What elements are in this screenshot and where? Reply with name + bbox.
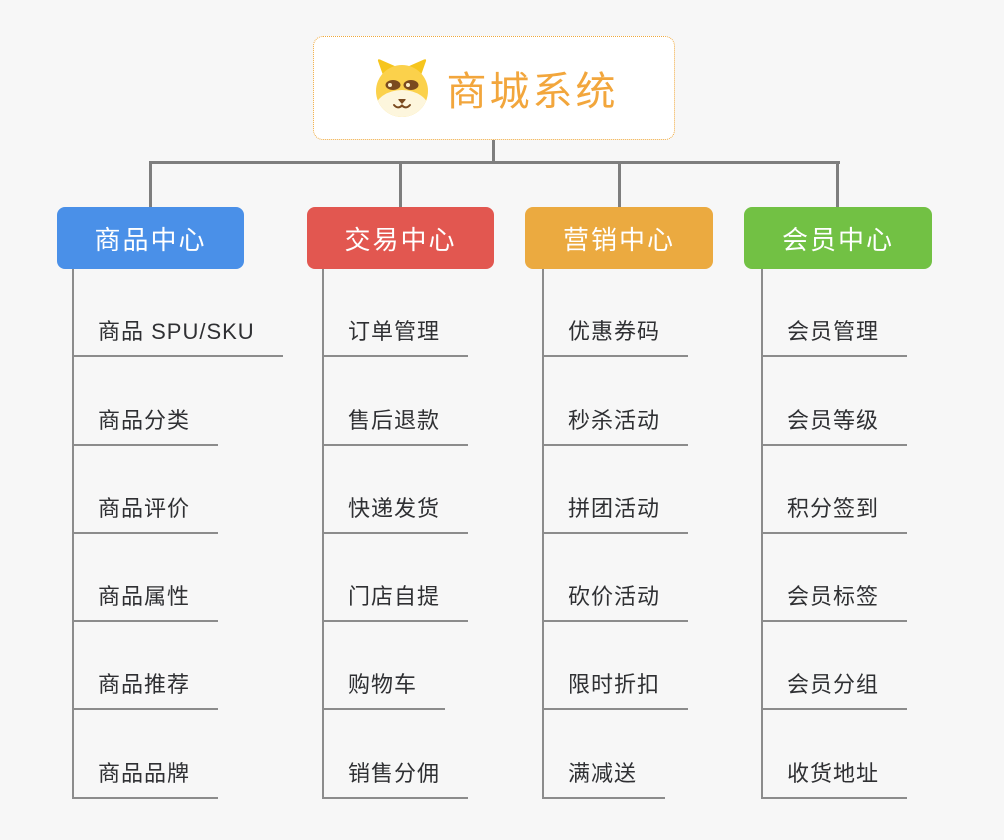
leaf-node[interactable]: 商品 SPU/SKU [72, 314, 283, 358]
leaf-node[interactable]: 满减送 [542, 756, 666, 799]
dog-face-icon [370, 56, 434, 120]
connector-bus [149, 161, 840, 164]
leaf-node[interactable]: 砍价活动 [542, 579, 689, 623]
leaf-node[interactable]: 拼团活动 [542, 491, 689, 534]
leaf-node[interactable]: 限时折扣 [542, 667, 689, 711]
leaf-node[interactable]: 门店自提 [322, 579, 469, 623]
leaf-node[interactable]: 购物车 [322, 667, 446, 711]
root-title: 商城系统 [446, 70, 619, 114]
leaf-node[interactable]: 会员标签 [761, 579, 908, 623]
leaf-node[interactable]: 商品品牌 [72, 756, 219, 799]
trade-children-column: 订单管理 售后退款 快递发货 门店自提 购物车 销售分佣 [322, 269, 469, 799]
leaf-node[interactable]: 快递发货 [322, 491, 469, 534]
leaf-node[interactable]: 售后退款 [322, 403, 469, 446]
leaf-node[interactable]: 会员管理 [761, 314, 908, 358]
leaf-node[interactable]: 订单管理 [322, 314, 469, 358]
branch-product-center[interactable]: 商品中心 [57, 207, 244, 269]
branch-marketing-center[interactable]: 营销中心 [525, 207, 713, 269]
leaf-node[interactable]: 积分签到 [761, 491, 908, 534]
member-children-column: 会员管理 会员等级 积分签到 会员标签 会员分组 收货地址 [761, 269, 908, 799]
connector-root-stem [492, 139, 495, 163]
leaf-node[interactable]: 秒杀活动 [542, 403, 689, 446]
leaf-node[interactable]: 会员分组 [761, 667, 908, 711]
leaf-node[interactable]: 商品推荐 [72, 667, 219, 711]
root-node[interactable]: 商城系统 [313, 36, 675, 140]
connector-drop-marketing [618, 163, 621, 207]
leaf-node[interactable]: 收货地址 [761, 756, 908, 799]
connector-drop-product [149, 163, 152, 207]
leaf-node[interactable]: 销售分佣 [322, 756, 469, 799]
marketing-children-column: 优惠券码 秒杀活动 拼团活动 砍价活动 限时折扣 满减送 [542, 269, 689, 799]
leaf-node[interactable]: 商品属性 [72, 579, 219, 623]
connector-drop-trade [399, 163, 402, 207]
leaf-node[interactable]: 商品评价 [72, 491, 219, 534]
connector-drop-member [836, 163, 839, 207]
branch-trade-center[interactable]: 交易中心 [307, 207, 494, 269]
leaf-node[interactable]: 优惠券码 [542, 314, 689, 358]
leaf-node[interactable]: 会员等级 [761, 403, 908, 446]
product-children-column: 商品 SPU/SKU 商品分类 商品评价 商品属性 商品推荐 商品品牌 [72, 269, 283, 799]
leaf-node[interactable]: 商品分类 [72, 403, 219, 446]
branch-member-center[interactable]: 会员中心 [744, 207, 932, 269]
